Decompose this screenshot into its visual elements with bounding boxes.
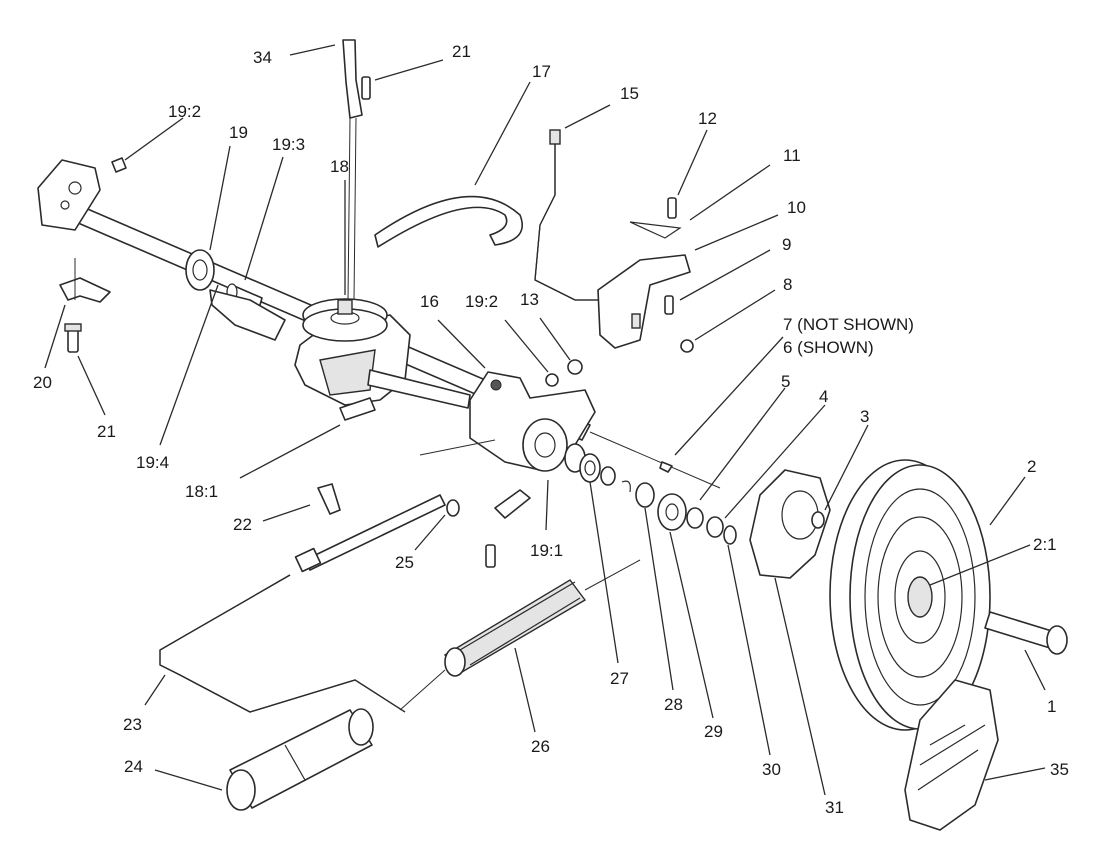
callout-24: 24 — [124, 757, 143, 776]
washer-small — [600, 466, 616, 486]
callout-19-3: 19:3 — [272, 135, 305, 154]
washer-27 — [579, 453, 601, 483]
callout-4: 4 — [819, 387, 828, 406]
callout-35: 35 — [1050, 760, 1069, 779]
washer-4 — [706, 516, 724, 538]
drive-belt-17 — [374, 195, 523, 248]
callout-12: 12 — [698, 109, 717, 128]
spring-30 — [723, 525, 737, 545]
gear-29 — [657, 493, 687, 531]
snap-ring — [621, 480, 631, 493]
drive-rod — [294, 494, 446, 573]
wheel-hub-31 — [749, 469, 831, 579]
axle-bolt-1 — [984, 611, 1068, 655]
bolt-21-lower — [64, 323, 82, 353]
callout-7-not-shown: 7 (NOT SHOWN) — [783, 315, 914, 334]
callout-23: 23 — [123, 715, 142, 734]
callout-28: 28 — [664, 695, 683, 714]
callout-18-1: 18:1 — [185, 482, 218, 501]
rod-clip-22 — [317, 483, 341, 515]
bolt-9 — [664, 295, 674, 315]
control-cable-15 — [534, 129, 600, 301]
handle-23 — [159, 574, 406, 713]
retainer-3 — [811, 511, 825, 529]
grease-fitting-19-2-right — [545, 373, 559, 387]
callout-19-4: 19:4 — [136, 453, 169, 472]
callout-27: 27 — [610, 669, 629, 688]
hub-bracket-16 — [469, 371, 596, 472]
callout-11: 11 — [783, 146, 801, 165]
key-6 — [659, 461, 673, 473]
mounting-plate — [209, 289, 286, 341]
callout-15: 15 — [620, 84, 639, 103]
callout-19: 19 — [229, 123, 248, 142]
callout-21-upper: 21 — [452, 42, 471, 61]
callout-labels: 34 21 17 15 12 11 10 9 8 7 (NOT SHOWN) 6… — [33, 42, 1069, 817]
callout-26: 26 — [531, 737, 550, 756]
callout-8: 8 — [783, 275, 792, 294]
callout-31: 31 — [825, 798, 844, 817]
washer-5 — [686, 507, 704, 529]
spring-26 — [399, 559, 641, 711]
callout-19-1: 19:1 — [530, 541, 563, 560]
bolt-21-upper — [361, 76, 371, 100]
callout-17: 17 — [532, 62, 551, 81]
spacer-25 — [446, 499, 460, 517]
callout-19-2-left: 19:2 — [168, 102, 201, 121]
callout-19-2-right: 19:2 — [465, 292, 498, 311]
callout-22: 22 — [233, 515, 252, 534]
nut-13 — [567, 359, 583, 375]
callout-9: 9 — [782, 235, 791, 254]
callout-10: 10 — [787, 198, 806, 217]
callout-25: 25 — [395, 553, 414, 572]
nut-8 — [680, 339, 694, 353]
bearing-19 — [185, 249, 215, 291]
washer-28 — [635, 482, 655, 508]
bracket-10 — [597, 254, 691, 349]
callout-2: 2 — [1027, 457, 1036, 476]
callout-18: 18 — [330, 157, 349, 176]
callout-6-shown: 6 (SHOWN) — [783, 338, 874, 357]
callout-21-lower: 21 — [97, 422, 116, 441]
spring-clip-11 — [629, 221, 682, 239]
transmission-18 — [294, 298, 471, 409]
callout-2-1: 2:1 — [1033, 535, 1057, 554]
callout-5: 5 — [781, 372, 790, 391]
shift-arm-18-1 — [339, 397, 376, 421]
shift-lever-34 — [342, 39, 363, 301]
wheel-cover-35 — [904, 679, 999, 831]
grip-24 — [226, 708, 374, 811]
callout-3: 3 — [860, 407, 869, 426]
callout-29: 29 — [704, 722, 723, 741]
callout-13: 13 — [520, 290, 539, 309]
callout-34: 34 — [253, 48, 272, 67]
callout-16: 16 — [420, 292, 439, 311]
cable-rod-centerline — [419, 439, 496, 456]
callout-30: 30 — [762, 760, 781, 779]
wheel-2 — [829, 459, 991, 731]
callout-1: 1 — [1047, 697, 1056, 716]
grease-fitting-19-2 — [111, 157, 127, 173]
left-end-bracket — [37, 159, 101, 231]
callout-20: 20 — [33, 373, 52, 392]
leader-lines — [44, 44, 1046, 796]
screw-12 — [667, 197, 677, 219]
pivot-arm — [485, 489, 531, 568]
clip-20 — [59, 258, 111, 303]
